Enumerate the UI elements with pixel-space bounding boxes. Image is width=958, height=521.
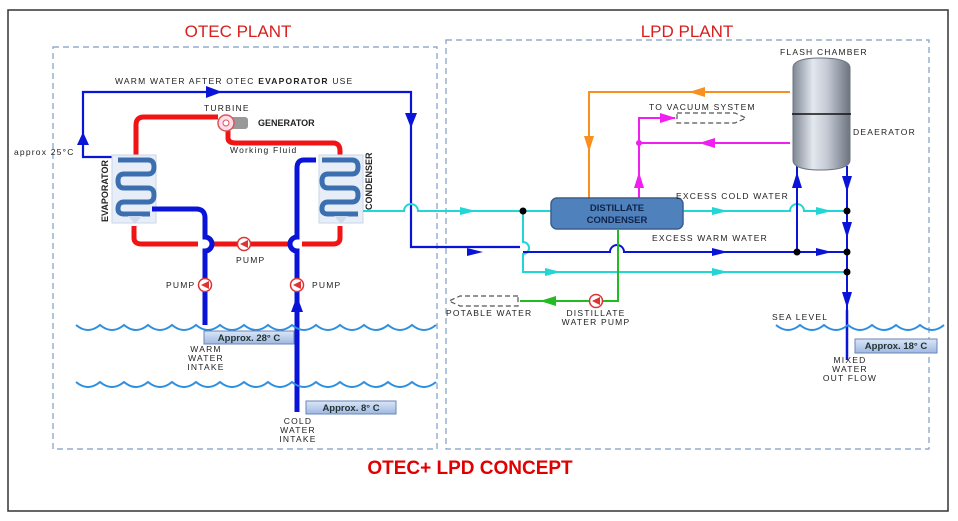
sea-wave-lpd [775, 323, 945, 331]
condenser-label: CONDENSER [364, 152, 374, 210]
excess-warm-water-label: EXCESS WARM WATER [652, 233, 768, 243]
working-fluid-label: Working Fluid [230, 145, 297, 155]
pump-left-icon [197, 277, 213, 293]
warm-water-intake-label: WARM WATER INTAKE [187, 344, 224, 372]
excess-cold-water-label: EXCESS COLD WATER [676, 191, 789, 201]
otec-plant-title: OTEC PLANT [185, 22, 292, 41]
outer-frame [7, 9, 949, 512]
pump-right-icon [289, 277, 305, 293]
distillate-water-pump-label: DISTILLATE WATER PUMP [562, 308, 631, 327]
svg-text:CONDENSER: CONDENSER [587, 215, 648, 226]
svg-text:COLD: COLD [284, 416, 312, 426]
vacuum-line [634, 113, 790, 198]
warm-water-intake-line [152, 206, 215, 325]
distillate-condenser-box: DISTILLATE CONDENSER [550, 197, 684, 230]
sea-level-label: SEA LEVEL [772, 312, 828, 322]
distillate-pump-icon [588, 293, 604, 309]
approx-25c-label: approx 25°C [14, 147, 75, 157]
lpd-plant-title: LPD PLANT [641, 22, 734, 41]
pump-left-label: PUMP [166, 280, 195, 290]
evaporator-label: EVAPORATOR [100, 159, 110, 222]
deaerator-label: DEAERATOR [853, 127, 916, 137]
warm-water-return-line [77, 86, 520, 249]
flash-chamber-label: FLASH CHAMBER [780, 47, 868, 57]
svg-text:WATER: WATER [832, 364, 868, 374]
svg-text:Approx. 18° C: Approx. 18° C [865, 341, 928, 352]
junction-dots [519, 207, 851, 276]
condenser-icon [318, 154, 364, 224]
sea-wave-lower [75, 380, 437, 388]
svg-text:MIXED: MIXED [834, 355, 867, 365]
pump-right-label: PUMP [312, 280, 341, 290]
pump-center-icon [236, 236, 252, 252]
working-fluid-loop [131, 114, 343, 247]
svg-text:WARM: WARM [190, 344, 221, 354]
turbine-icon [217, 114, 248, 132]
lpd-section-border [445, 39, 930, 450]
warm-water-after-label: WARM WATER AFTER OTEC EVAPORATOR USE [115, 76, 353, 86]
steam-line [584, 87, 790, 198]
potable-water-outlet-icon [447, 295, 519, 307]
temp-warm-intake-badge: Approx. 28° C [203, 330, 295, 345]
cold-water-intake-label: COLD WATER INTAKE [279, 416, 316, 444]
svg-text:DISTILLATE: DISTILLATE [590, 203, 644, 214]
svg-text:Approx. 28° C: Approx. 28° C [218, 333, 281, 344]
svg-text:WATER: WATER [188, 353, 224, 363]
diagram-title: OTEC+ LPD CONCEPT [367, 458, 573, 479]
svg-text:DISTILLATE: DISTILLATE [566, 308, 625, 318]
svg-text:INTAKE: INTAKE [279, 434, 316, 444]
mixed-water-outflow-label: MIXED WATER OUT FLOW [823, 355, 877, 383]
svg-text:WATER PUMP: WATER PUMP [562, 317, 631, 327]
vacuum-outlet-icon [676, 112, 748, 124]
cold-water-intake-line [287, 157, 316, 412]
temp-outflow-badge: Approx. 18° C [854, 338, 938, 354]
svg-text:INTAKE: INTAKE [187, 362, 224, 372]
svg-text:OUT FLOW: OUT FLOW [823, 373, 877, 383]
svg-text:Approx. 8° C: Approx. 8° C [322, 403, 379, 414]
flash-chamber-icon [792, 57, 851, 171]
distillate-line [520, 229, 619, 306]
pump-center-label: PUMP [236, 255, 265, 265]
svg-text:WATER: WATER [280, 425, 316, 435]
cold-intake-arrow [291, 296, 303, 312]
potable-water-label: POTABLE WATER [446, 308, 532, 318]
cold-return-arrows [460, 207, 832, 276]
evaporator-icon [111, 154, 157, 224]
generator-label: GENERATOR [258, 118, 315, 128]
to-vacuum-system-label: TO VACUUM SYSTEM [649, 102, 756, 112]
warm-water-arrows [467, 172, 852, 308]
sea-wave-upper [75, 323, 437, 331]
temp-cold-intake-badge: Approx. 8° C [305, 400, 397, 415]
turbine-label: TURBINE [204, 103, 250, 113]
